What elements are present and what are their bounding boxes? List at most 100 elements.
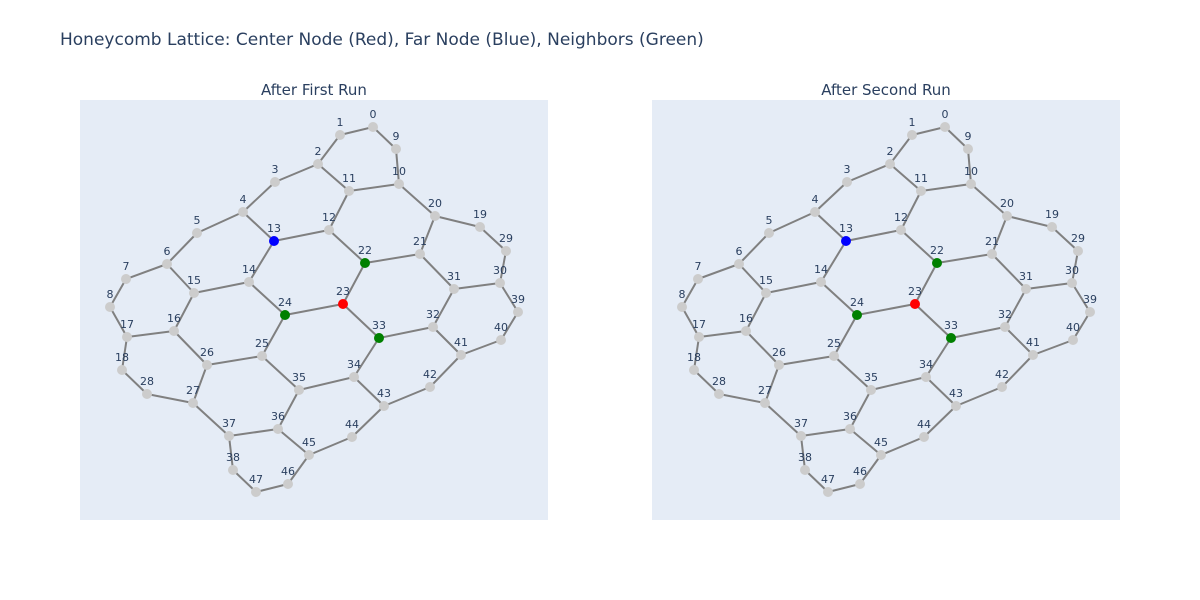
- node-label-29: 29: [1071, 232, 1085, 245]
- edge-12-13: [273, 229, 330, 242]
- node-33: [946, 333, 956, 343]
- edge-36-37: [800, 428, 851, 437]
- node-label-15: 15: [187, 274, 201, 287]
- page-title: Honeycomb Lattice: Center Node (Red), Fa…: [60, 30, 704, 50]
- edge-30-31: [1025, 282, 1073, 290]
- node-label-38: 38: [226, 451, 240, 464]
- edge-34-35: [298, 376, 355, 391]
- node-35: [294, 385, 304, 395]
- edge-37-27: [764, 402, 802, 437]
- node-46: [855, 479, 865, 489]
- node-5: [764, 228, 774, 238]
- edge-45-36: [277, 428, 310, 456]
- node-24: [280, 310, 290, 320]
- node-38: [228, 465, 238, 475]
- edge-47-38: [232, 469, 257, 493]
- edge-14-13: [820, 240, 847, 283]
- node-29: [1073, 246, 1083, 256]
- node-3: [270, 177, 280, 187]
- node-25: [257, 351, 267, 361]
- edge-30-39: [499, 282, 519, 313]
- node-39: [513, 307, 523, 317]
- node-12: [324, 225, 334, 235]
- node-17: [694, 332, 704, 342]
- node-label-31: 31: [447, 270, 461, 283]
- edge-32-33: [950, 326, 1006, 339]
- node-20: [1002, 211, 1012, 221]
- edge-24-25: [833, 314, 858, 357]
- node-4: [810, 207, 820, 217]
- edge-37-27: [192, 402, 230, 437]
- node-label-18: 18: [687, 351, 701, 364]
- edge-46-47: [255, 483, 289, 493]
- edge-27-28: [146, 393, 194, 404]
- edge-24-25: [261, 314, 286, 357]
- edge-35-25: [833, 355, 872, 391]
- node-label-9: 9: [965, 130, 972, 143]
- node-label-33: 33: [944, 319, 958, 332]
- node-6: [162, 259, 172, 269]
- node-21: [415, 249, 425, 259]
- node-label-35: 35: [292, 371, 306, 384]
- edge-26-27: [192, 364, 208, 404]
- node-37: [224, 431, 234, 441]
- node-20: [430, 211, 440, 221]
- node-37: [796, 431, 806, 441]
- node-23: [338, 299, 348, 309]
- node-19: [475, 222, 485, 232]
- node-label-30: 30: [1065, 264, 1079, 277]
- edge-42-43: [955, 386, 1003, 407]
- node-43: [951, 401, 961, 411]
- node-17: [122, 332, 132, 342]
- node-label-19: 19: [473, 208, 487, 221]
- edge-32-33: [378, 326, 434, 339]
- node-label-42: 42: [423, 368, 437, 381]
- node-label-32: 32: [998, 308, 1012, 321]
- edge-43-44: [351, 405, 385, 438]
- node-label-19: 19: [1045, 208, 1059, 221]
- node-label-45: 45: [302, 436, 316, 449]
- edge-20-19: [434, 215, 481, 228]
- node-label-14: 14: [242, 263, 256, 276]
- node-45: [876, 450, 886, 460]
- node-label-21: 21: [413, 235, 427, 248]
- node-15: [189, 288, 199, 298]
- edge-41-32: [1004, 326, 1034, 356]
- node-28: [142, 389, 152, 399]
- node-18: [689, 365, 699, 375]
- node-label-43: 43: [377, 387, 391, 400]
- node-label-38: 38: [798, 451, 812, 464]
- edge-22-12: [900, 229, 938, 264]
- edge-34-35: [870, 376, 927, 391]
- edge-44-45: [880, 436, 925, 456]
- node-label-45: 45: [874, 436, 888, 449]
- node-32: [1000, 322, 1010, 332]
- edge-21-22: [936, 253, 993, 264]
- node-label-10: 10: [964, 165, 978, 178]
- node-label-1: 1: [337, 116, 344, 129]
- edge-24-14: [248, 281, 286, 316]
- node-7: [121, 274, 131, 284]
- edge-4-5: [196, 211, 244, 234]
- node-label-7: 7: [123, 260, 130, 273]
- edge-29-30: [1071, 250, 1079, 284]
- node-label-40: 40: [494, 321, 508, 334]
- node-label-37: 37: [794, 417, 808, 430]
- node-0: [368, 122, 378, 132]
- subplot-title: After Second Run: [821, 81, 951, 99]
- node-label-41: 41: [454, 336, 468, 349]
- node-label-47: 47: [249, 473, 263, 486]
- edge-6-7: [697, 263, 740, 280]
- edge-8-17: [109, 306, 128, 338]
- node-label-30: 30: [493, 264, 507, 277]
- edge-9-10: [967, 148, 972, 185]
- node-12: [896, 225, 906, 235]
- edge-33-34: [925, 337, 952, 378]
- edge-6-15: [166, 263, 195, 294]
- node-label-10: 10: [392, 165, 406, 178]
- node-label-12: 12: [894, 211, 908, 224]
- edge-25-26: [778, 355, 835, 366]
- node-5: [192, 228, 202, 238]
- node-34: [921, 372, 931, 382]
